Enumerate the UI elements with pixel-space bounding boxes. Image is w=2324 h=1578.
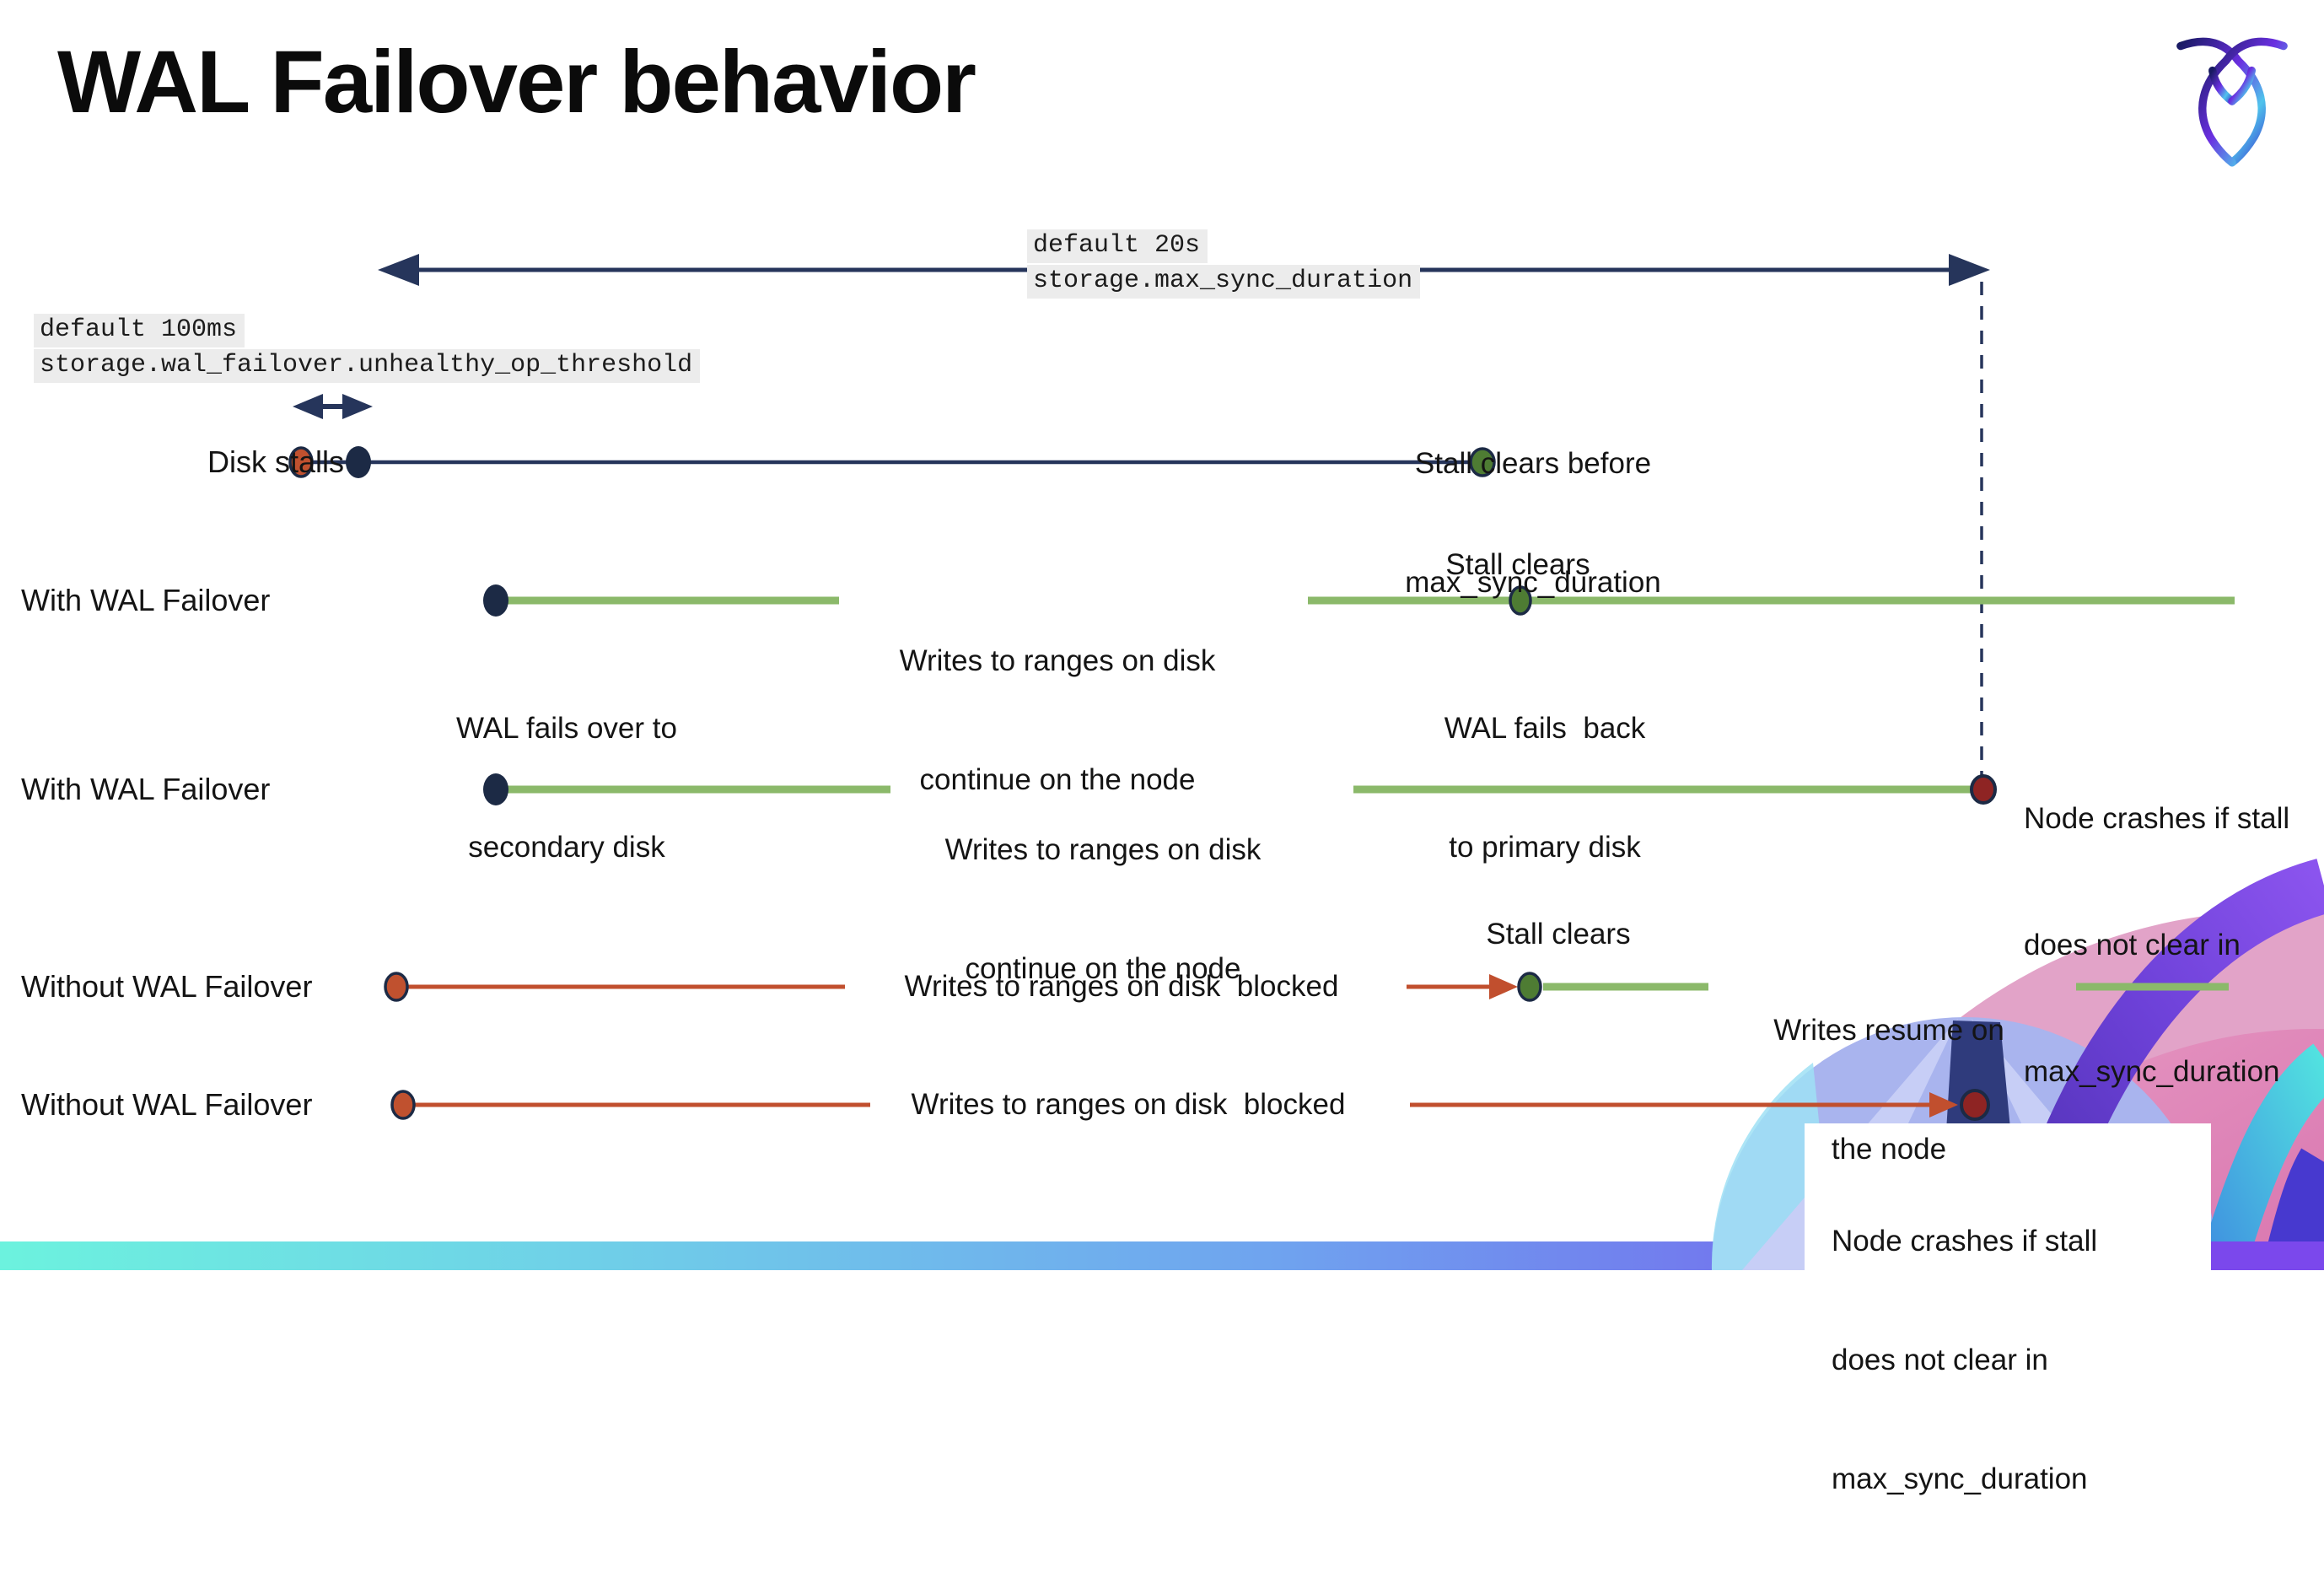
failover-dot [483,584,508,617]
note-line: does not clear in [2024,929,2241,961]
note-node-crashes-row3: Node crashes if stall does not clear in … [2024,714,2289,1135]
note-line: WAL fails over to [456,712,677,745]
note-writes-resume: Writes resume on the node [1773,931,2004,1209]
note-stall-clears-row2: Stall clears [1445,548,1590,581]
node-crash-dot-row5 [1960,1089,1990,1121]
row-label-without-wal-1: Without WAL Failover [21,969,313,1004]
note-wal-fails-back: WAL fails back to primary disk [1444,629,1646,907]
threshold-arrowhead-left [293,394,323,419]
node-crash-line1: Node crashes if stall [1832,1225,2098,1258]
row-label-disk-stalls: Disk stalls [207,444,345,479]
threshold-default-value: default 100ms [34,314,245,347]
note-writes-blocked-row4: Writes to ranges on disk blocked [904,970,1339,1003]
stall-start-dot [390,1090,416,1120]
note-writes-continue-row2: Writes to ranges on disk continue on the… [900,562,1216,839]
row-label-without-wal-2: Without WAL Failover [21,1087,313,1122]
stall-clears-dot-row2 [1509,585,1532,616]
note-stall-clears-before: Stall clears before max_sync_duration [1405,364,1661,642]
max-sync-setting-label: default 20s storage.max_sync_duration [1027,229,1421,300]
note-line: to primary disk [1449,831,1641,864]
note-line: Writes to ranges on disk [944,833,1262,866]
stall-start-dot [384,972,409,1002]
red-arrowhead [1929,1092,1958,1118]
note-line: the node [1831,1133,1947,1166]
arrowhead-right [1949,254,1990,286]
note-line: WAL fails back [1444,712,1646,745]
row-label-with-wal-1: With WAL Failover [21,583,271,617]
page-title: WAL Failover behavior [57,33,976,132]
threshold-arrowhead-right [342,394,373,419]
stall-clears-dot-row1 [1469,447,1496,477]
note-line: Writes to ranges on disk [899,644,1216,677]
node-crash-dot-row3 [1970,774,1997,805]
stall-clears-dot-row4 [1517,972,1542,1002]
row-label-with-wal-2: With WAL Failover [21,772,271,806]
stall-start-dot [288,446,314,478]
failover-dot [483,773,508,805]
cockroach-mark [2176,37,2288,167]
note-stall-clears-row4: Stall clears [1486,918,1631,951]
threshold-setting-name: storage.wal_failover.unhealthy_op_thresh… [34,349,701,383]
threshold-reached-dot [346,446,371,478]
note-line: max_sync_duration [1405,566,1661,599]
cockroachdb-logo [2176,37,2288,167]
max-sync-default-value: default 20s [1027,229,1208,263]
note-line: Stall clears before [1414,447,1652,480]
note-line: max_sync_duration [2024,1055,2280,1088]
node-crash-line3: max_sync_duration [1832,1462,2088,1495]
note-writes-continue-row3: Writes to ranges on disk continue on the… [945,751,1262,1028]
note-line: continue on the node [919,763,1196,796]
note-writes-blocked-row5: Writes to ranges on disk blocked [911,1088,1346,1121]
arrowhead-left [378,254,419,286]
max-sync-setting-name: storage.max_sync_duration [1027,265,1421,299]
note-line: Writes resume on [1773,1014,2004,1047]
note-line: continue on the node [965,952,1241,985]
note-line: Node crashes if stall [2024,802,2290,835]
node-crash-line2: does not clear in [1832,1344,2048,1376]
red-arrowhead [1489,974,1518,999]
note-wal-fails-over: WAL fails over to secondary disk [456,629,677,907]
teal-arch [2196,1043,2324,1270]
note-line: secondary disk [468,831,665,864]
threshold-setting-label: default 100ms storage.wal_failover.unhea… [34,314,701,385]
